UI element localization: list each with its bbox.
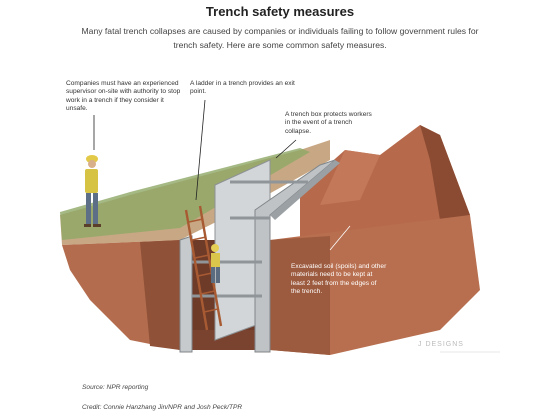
ladder — [184, 205, 223, 331]
spoil-pile-shadow — [420, 125, 470, 220]
page-title: Trench safety measures — [205, 4, 355, 19]
leader-ladder — [195, 99, 206, 201]
annotation-ladder: A ladder in a trench provides an exit po… — [190, 80, 295, 96]
watermark: J DESIGNS — [418, 341, 464, 348]
page-subtitle: Many fatal trench collapses are caused b… — [81, 26, 479, 50]
supervisor-figure — [84, 155, 101, 227]
worker-in-trench — [211, 244, 220, 283]
credit-line: Credit: Connie Hanzhang Jin/NPR and Josh… — [82, 404, 243, 411]
trench-box-left-panel — [179, 235, 193, 353]
annotation-supervisor: Companies must have an experienced super… — [66, 80, 181, 112]
ground-face-right-shade — [270, 236, 330, 355]
trench-floor — [180, 330, 270, 350]
source-line: Source: NPR reporting — [82, 384, 149, 391]
annotation-spoils: Excavated soil (spoils) and other materi… — [291, 263, 387, 295]
spoil-pile — [300, 125, 470, 245]
trench-box-top-rail — [270, 160, 340, 220]
spoil-pile-highlight — [320, 150, 380, 205]
leader-trench-box — [275, 139, 297, 159]
ground-face-left-shade — [140, 240, 180, 350]
annotation-trench-box: A trench box protects workers in the eve… — [285, 111, 372, 135]
leader-spoils — [329, 225, 351, 251]
